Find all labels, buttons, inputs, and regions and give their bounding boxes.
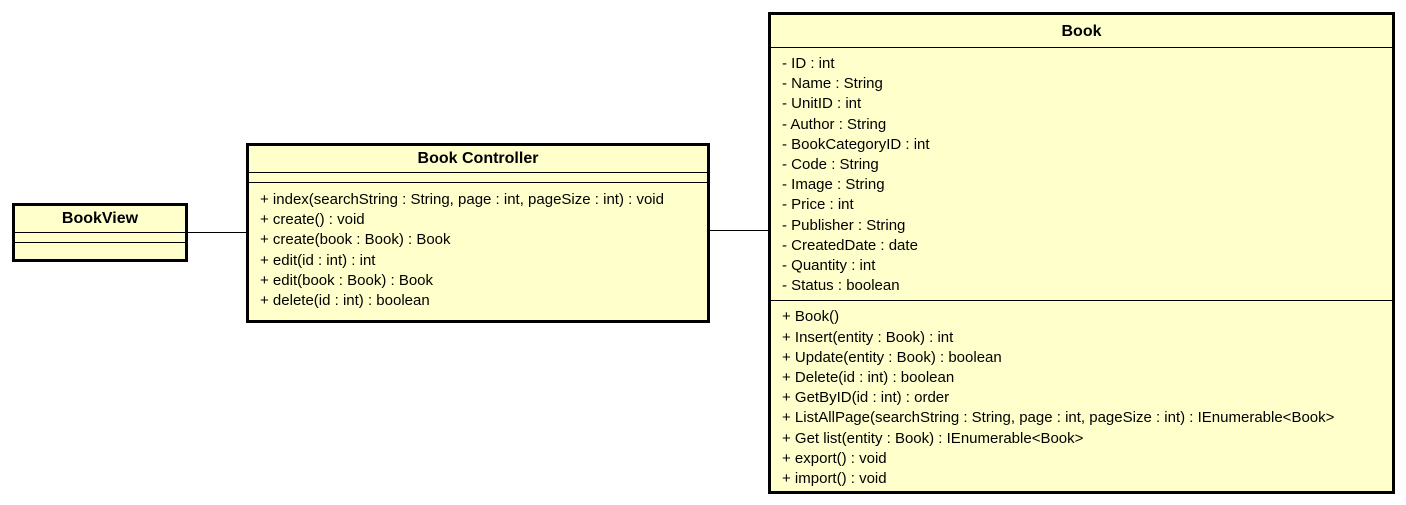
attributes-compartment	[249, 172, 707, 182]
class-book[interactable]: Book - ID : int - Name : String - UnitID…	[768, 12, 1395, 494]
attribute: - UnitID : int	[782, 95, 862, 113]
operation: + Update(entity : Book) : boolean	[782, 348, 1002, 366]
operation: + Get list(entity : Book) : IEnumerable<…	[782, 429, 1084, 447]
attribute: - Publisher : String	[782, 216, 906, 234]
class-name: Book Controller	[417, 150, 539, 167]
class-name: BookView	[61, 210, 139, 227]
attribute: - BookCategoryID : int	[782, 135, 930, 153]
attribute: - CreatedDate : date	[782, 236, 918, 254]
operation: + create(book : Book) : Book	[260, 231, 451, 249]
attribute: - Author : String	[782, 115, 887, 133]
attributes-compartment: - ID : int - Name : String - UnitID : in…	[771, 47, 1392, 300]
class-bookview[interactable]: BookView	[12, 203, 188, 262]
attribute: - Price : int	[782, 196, 854, 214]
operation: + create() : void	[260, 211, 365, 229]
attribute: - Image : String	[782, 176, 885, 194]
operation: + export() : void	[782, 449, 887, 467]
operation: + import() : void	[782, 470, 887, 488]
operation: + Insert(entity : Book) : int	[782, 328, 954, 346]
attribute: - ID : int	[782, 55, 835, 72]
attributes-compartment	[15, 232, 185, 242]
operations-compartment	[15, 242, 185, 252]
operation: + edit(book : Book) : Book	[260, 271, 434, 289]
operation: + edit(id : int) : int	[260, 251, 376, 269]
operations-compartment: + Book() + Insert(entity : Book) : int +…	[771, 300, 1392, 497]
operation: + index(searchString : String, page : in…	[260, 191, 664, 208]
operation: + GetByID(id : int) : order	[782, 389, 950, 407]
operation: + ListAllPage(searchString : String, pag…	[782, 409, 1335, 427]
operation: + Delete(id : int) : boolean	[782, 369, 955, 387]
association-controller-book	[708, 230, 770, 231]
class-name: Book	[1061, 23, 1102, 40]
operation: + Book()	[782, 308, 840, 326]
attribute: - Quantity : int	[782, 257, 876, 275]
operation: + delete(id : int) : boolean	[260, 292, 430, 310]
association-bookview-controller	[186, 232, 248, 233]
attribute: - Status : boolean	[782, 277, 900, 295]
class-book-controller[interactable]: Book Controller + index(searchString : S…	[246, 143, 710, 323]
operations-compartment: + index(searchString : String, page : in…	[249, 182, 707, 319]
attribute: - Name : String	[782, 75, 883, 93]
attribute: - Code : String	[782, 156, 879, 174]
